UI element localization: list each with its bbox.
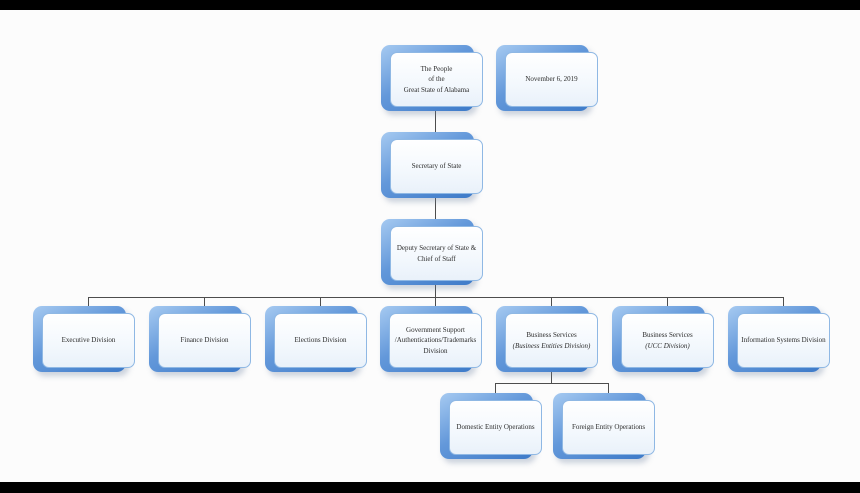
connector-drop-bs-entities [551, 297, 552, 313]
node-label-bs-ucc: Business Services (UCC Division) [621, 313, 714, 368]
node-label-info-systems: Information Systems Division [737, 313, 830, 368]
org-node-bs-ucc: Business Services (UCC Division) [612, 306, 714, 372]
connector-drop-executive [88, 297, 89, 313]
node-label-sub: (UCC Division) [645, 341, 690, 350]
org-node-gov-support: Government Support /Authentications/Trad… [380, 306, 482, 372]
org-node-domestic: Domestic Entity Operations [440, 393, 542, 459]
org-node-elections: Elections Division [265, 306, 367, 372]
connector-main-bus [88, 297, 784, 298]
org-node-date: November 6, 2019 [496, 45, 598, 111]
node-label-finance: Finance Division [158, 313, 251, 368]
node-label-bs-entities: Business Services (Business Entities Div… [505, 313, 598, 368]
org-node-bs-entities: Business Services (Business Entities Div… [496, 306, 598, 372]
node-label-foreign: Foreign Entity Operations [562, 400, 655, 455]
connector-deputy-bus [435, 281, 436, 297]
node-label-secretary: Secretary of State [390, 139, 483, 194]
org-node-info-systems: Information Systems Division [728, 306, 830, 372]
org-node-foreign: Foreign Entity Operations [553, 393, 655, 459]
node-label-sub: (Business Entities Division) [512, 341, 591, 350]
connector-drop-info-systems [783, 297, 784, 313]
connector-bs-entities-down [551, 368, 552, 383]
connector-drop-gov-support [435, 297, 436, 313]
letterbox-bottom-bar [0, 482, 860, 493]
node-label-gov-support: Government Support /Authentications/Trad… [389, 313, 482, 368]
node-label-main: Business Services [526, 331, 577, 339]
node-label-people: The People of the Great State of Alabama [390, 52, 483, 107]
letterbox-top-bar [0, 0, 860, 10]
node-label-main: Business Services [642, 331, 693, 339]
node-label-executive: Executive Division [42, 313, 135, 368]
connector-people-secretary [435, 107, 436, 139]
node-label-date: November 6, 2019 [505, 52, 598, 107]
connector-secretary-deputy [435, 194, 436, 226]
connector-drop-elections [320, 297, 321, 313]
node-label-elections: Elections Division [274, 313, 367, 368]
node-label-deputy: Deputy Secretary of State & Chief of Sta… [390, 226, 483, 281]
connector-drop-finance [204, 297, 205, 313]
org-node-executive: Executive Division [33, 306, 135, 372]
node-label-domestic: Domestic Entity Operations [449, 400, 542, 455]
connector-sub-bus [495, 383, 609, 384]
org-node-people: The People of the Great State of Alabama [381, 45, 483, 111]
connector-drop-domestic [495, 383, 496, 400]
org-node-finance: Finance Division [149, 306, 251, 372]
org-node-deputy: Deputy Secretary of State & Chief of Sta… [381, 219, 483, 285]
connector-drop-bs-ucc [667, 297, 668, 313]
org-node-secretary: Secretary of State [381, 132, 483, 198]
connector-drop-foreign [608, 383, 609, 400]
